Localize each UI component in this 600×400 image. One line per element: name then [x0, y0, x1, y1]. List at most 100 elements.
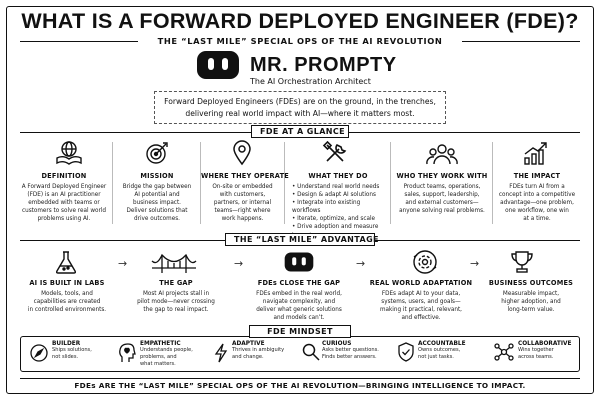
column-text: Bridge the gap between AI potential and … [114, 183, 200, 223]
glance-column-mission: MISSION Bridge the gap between AI potent… [114, 172, 200, 223]
mindset-title: CURIOUS [322, 341, 352, 347]
team-icon [426, 144, 458, 165]
network-icon [494, 343, 514, 361]
column-title: DEFINITION [41, 172, 87, 180]
text-line: Measurable impact, [502, 291, 560, 297]
text-line: at a time. [523, 216, 551, 223]
step-text: Most AI projects stall in pilot mode—nev… [126, 290, 226, 314]
text-line: FDEs turn AI from a [509, 184, 565, 190]
text-line: navigate complexity, and [262, 299, 336, 306]
column-title: WHAT THEY DO [308, 172, 368, 180]
text-line: Product teams, operations, [403, 184, 481, 190]
text-line: problems using AI. [37, 216, 91, 223]
section-label-glance: FDE AT A GLANCE [251, 125, 349, 138]
column-text: On-site or embedded with customers, part… [201, 183, 284, 223]
step-text: FDEs adapt AI to your data, systems, use… [368, 290, 474, 322]
text-line: pilot mode—never crossing [137, 299, 215, 306]
text-line: Asks better questions. [322, 347, 379, 353]
column-text: Product teams, operations, sales, suppor… [392, 183, 492, 215]
column-title: MISSION [140, 172, 174, 180]
mindset-item-builder: BUILDER Ships solutions, not slides. [52, 341, 110, 361]
column-divider [112, 142, 113, 224]
text-line: FDEs adapt AI to your data, [381, 291, 461, 297]
bullet-list: Understand real world needs Design & ada… [286, 183, 390, 240]
step-text: FDEs embed in the real world, navigate c… [246, 290, 352, 322]
advantage-step-labs: AI IS BUILT IN LABS Models, tools, and c… [18, 279, 116, 314]
text-line: AI potential and [134, 192, 180, 199]
step-text: Models, tools, and capabilities are crea… [18, 290, 116, 314]
map-pin-icon [233, 140, 251, 166]
text-line: one workflow, one win [505, 208, 569, 215]
column-text: FDEs turn AI from a concept into a compe… [494, 183, 580, 223]
flask-icon [55, 251, 77, 274]
column-divider [390, 142, 391, 224]
step-title: FDEs CLOSE THE GAP [257, 279, 341, 287]
tools-icon [322, 140, 347, 162]
glance-column-impact: THE IMPACT FDEs turn AI from a concept i… [494, 172, 580, 223]
text-line: anyone solving real problems. [399, 208, 485, 215]
target-icon [146, 142, 168, 164]
text-line: and effective. [401, 315, 441, 322]
text-line: in controlled environments. [27, 307, 107, 314]
text-line: sales, support, leadership, [404, 192, 480, 199]
growth-chart-icon [524, 142, 547, 165]
glance-column-what: WHAT THEY DO Understand real world needs… [286, 172, 390, 240]
text-line: deliver what generic solutions [256, 307, 342, 314]
column-divider [492, 142, 493, 224]
text-line: capabilities are created [33, 299, 101, 306]
mindset-item-empathetic: EMPATHETIC Understands people, problems,… [140, 341, 206, 368]
lightning-icon [214, 343, 228, 363]
text-line: Most AI projects stall in [142, 291, 210, 297]
column-title: WHERE THEY OPERATE [201, 172, 289, 180]
text-line: work happens. [221, 216, 264, 223]
text-line: teams—right where [214, 208, 271, 215]
advantage-step-outcomes: BUSINESS OUTCOMES Measurable impact, hig… [482, 279, 580, 314]
mindset-item-curious: CURIOUS Asks better questions. Finds bet… [322, 341, 392, 361]
glance-column-definition: DEFINITION A Forward Deployed Engineer (… [18, 172, 110, 223]
text-line: Finds better answers. [322, 354, 377, 360]
column-divider [200, 142, 201, 224]
text-line: and models can’t. [273, 315, 325, 322]
flow-arrow: → [356, 257, 366, 270]
flow-arrow: → [470, 257, 480, 270]
text-line: Bridge the gap between [122, 184, 192, 190]
text-line: A Forward Deployed Engineer [21, 184, 107, 190]
footer-tagline: FDEs ARE THE “LAST MILE” SPECIAL OPS OF … [20, 378, 580, 391]
text-line: FDEs embed in the real world, [256, 291, 342, 297]
subtitle-rule-left [20, 41, 138, 42]
mindset-title: BUILDER [52, 341, 81, 347]
text-line: partners, or internal [213, 200, 272, 207]
section-label-mindset: FDE MINDSET [249, 325, 351, 338]
text-line: not slides. [52, 354, 79, 360]
section-label-advantage: THE “LAST MILE” ADVANTAGE [225, 233, 379, 246]
text-line: systems, users, and goals— [381, 299, 461, 306]
text-line: not just tasks. [418, 354, 454, 360]
list-item: Iterate, optimize, and scale [292, 215, 390, 223]
robot-face-icon [197, 51, 239, 79]
text-line: Deliver solutions that [126, 208, 188, 215]
book-globe-icon [56, 141, 82, 165]
mindset-title: EMPATHETIC [140, 341, 181, 347]
robot-face-icon [284, 252, 314, 272]
subtitle-rule-right [462, 41, 580, 42]
text-line: the gap to real impact. [143, 307, 209, 314]
text-line: with customers, [219, 192, 266, 199]
poster-frame [6, 6, 594, 394]
column-text: A Forward Deployed Engineer (FDE) is an … [18, 183, 110, 223]
advantage-step-gap: THE GAP Most AI projects stall in pilot … [126, 279, 226, 314]
text-line: long-term value. [507, 307, 555, 314]
compass-icon [30, 344, 48, 362]
text-line: embedded with teams or [28, 200, 100, 207]
text-line: advantage—one problem, [500, 200, 574, 207]
magnifier-icon [302, 343, 320, 361]
intro-line: delivering real world impact with AI—whe… [185, 108, 415, 118]
step-text: Measurable impact, higher adoption, and … [482, 290, 580, 314]
flow-arrow: → [234, 257, 244, 270]
glance-column-where: WHERE THEY OPERATE On-site or embedded w… [201, 172, 289, 223]
intro-box: Forward Deployed Engineers (FDEs) are on… [154, 91, 446, 124]
page-title: WHAT IS A FORWARD DEPLOYED ENGINEER (FDE… [21, 9, 579, 33]
mindset-title: ADAPTIVE [232, 341, 265, 347]
mindset-item-collaborative: COLLABORATIVE Wins together across teams… [518, 341, 578, 361]
mindset-title: ACCOUNTABLE [418, 341, 466, 347]
text-line: concept into a competitive [498, 192, 576, 199]
